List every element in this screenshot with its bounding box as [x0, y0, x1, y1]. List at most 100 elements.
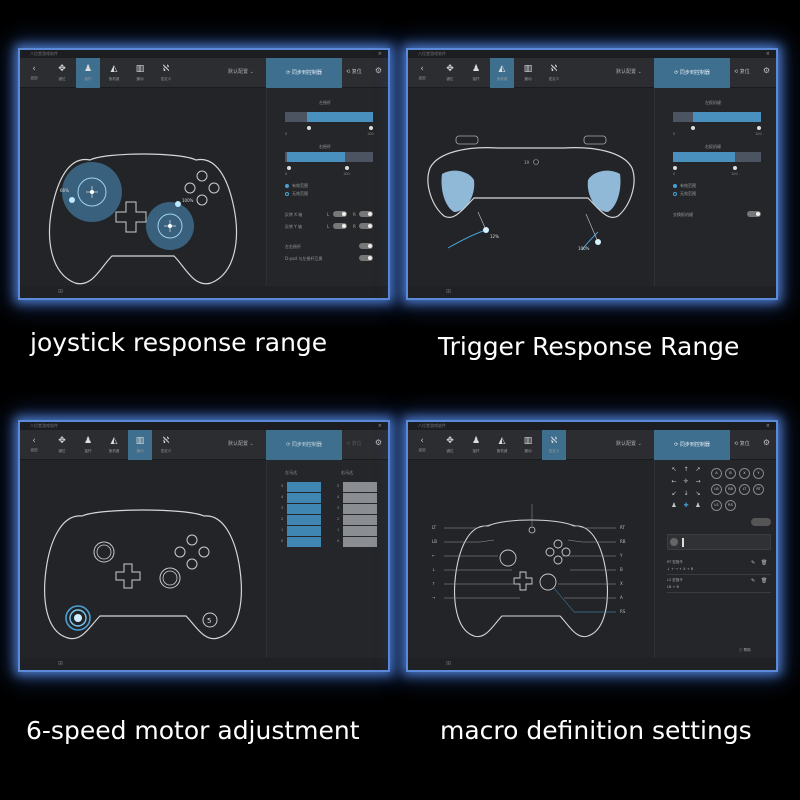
reset-button[interactable]: ⟲ 复位	[346, 441, 362, 447]
invert-x-left-toggle[interactable]	[333, 211, 347, 217]
macro-button-lb[interactable]: LB	[711, 484, 722, 495]
macro-record-pill[interactable]	[751, 518, 771, 526]
tab-joystick[interactable]: ♟摇杆	[76, 58, 100, 88]
tab-button-mapping[interactable]: ✥键位	[438, 58, 462, 88]
right-motor-level-4[interactable]: 4	[337, 493, 377, 503]
right-motor-level-0[interactable]: 0	[337, 537, 377, 547]
tab-trigger[interactable]: ◭扳机键	[102, 58, 126, 88]
invalid-range-radio[interactable]	[673, 192, 677, 196]
close-icon[interactable]: ×	[377, 423, 382, 429]
delete-icon[interactable]: 🗑	[761, 560, 768, 566]
edit-icon[interactable]: ✎	[751, 560, 756, 566]
gear-icon[interactable]: ⚙	[374, 66, 382, 75]
arrow-right-icon[interactable]: →	[695, 478, 701, 485]
back-button[interactable]: ‹ 返回	[26, 64, 42, 81]
arrow-down-left-icon[interactable]: ↙	[671, 490, 677, 497]
dpad-swap-toggle[interactable]	[359, 255, 373, 261]
arrow-down-right-icon[interactable]: ↘	[695, 490, 701, 497]
reset-button[interactable]: ⟲ 复位	[734, 441, 750, 447]
left-motor-level-2[interactable]: 2	[281, 515, 321, 525]
windows-icon[interactable]: ⊞	[446, 660, 452, 667]
macro-button-lt[interactable]: LT	[739, 484, 750, 495]
right-motor-level-5[interactable]: 5	[337, 482, 377, 492]
macro-button-y[interactable]: Y	[753, 468, 764, 479]
left-stick-min-handle[interactable]	[307, 126, 311, 130]
right-motor-level-3[interactable]: 3	[337, 504, 377, 514]
sync-to-controller-button[interactable]: ⟳ 同步到控制器	[266, 430, 342, 460]
preset-dropdown[interactable]: 默认配置 ⌄	[228, 69, 254, 75]
tab-button-mapping[interactable]: ✥键位	[50, 58, 74, 88]
close-icon[interactable]: ×	[765, 423, 770, 429]
tab-vibration[interactable]: ▥震动	[516, 430, 540, 460]
tab-trigger[interactable]: ◭扳机键	[490, 430, 514, 460]
invert-y-right-toggle[interactable]	[359, 223, 373, 229]
tab-trigger[interactable]: ◭扳机键	[102, 430, 126, 460]
sync-to-controller-button[interactable]: ⟳ 同步到控制器	[654, 58, 730, 88]
macro-button-rt[interactable]: RT	[753, 484, 764, 495]
right-stick-min-handle[interactable]	[287, 166, 291, 170]
sync-to-controller-button[interactable]: ⟳ 同步到控制器	[654, 430, 730, 460]
left-motor-level-5[interactable]: 5	[281, 482, 321, 492]
reset-button[interactable]: ⟲ 复位	[734, 69, 750, 75]
tab-vibration[interactable]: ▥震动	[128, 430, 152, 460]
preset-dropdown[interactable]: 默认配置 ⌄	[228, 441, 254, 447]
arrow-up-icon[interactable]: ↑	[683, 466, 689, 473]
swap-sticks-toggle[interactable]	[359, 243, 373, 249]
dpad-icon[interactable]: ✚	[683, 502, 689, 509]
left-motor-level-3[interactable]: 3	[281, 504, 321, 514]
gear-icon[interactable]: ⚙	[762, 438, 770, 447]
macro-input-field[interactable]	[667, 534, 771, 550]
right-motor-level-1[interactable]: 1	[337, 526, 377, 536]
right-stick-icon[interactable]: ♟	[695, 502, 701, 509]
macro-button-a[interactable]: A	[711, 468, 722, 479]
close-icon[interactable]: ×	[765, 51, 770, 57]
arrow-up-left-icon[interactable]: ↖	[671, 466, 677, 473]
left-stick-max-handle[interactable]	[369, 126, 373, 130]
right-trigger-min-handle[interactable]	[673, 166, 677, 170]
left-motor-level-0[interactable]: 0	[281, 537, 321, 547]
tab-joystick[interactable]: ♟摇杆	[464, 58, 488, 88]
left-trigger-min-handle[interactable]	[691, 126, 695, 130]
swap-triggers-toggle[interactable]	[747, 211, 761, 217]
macro-button-rb[interactable]: RB	[725, 484, 736, 495]
tab-joystick[interactable]: ♟摇杆	[76, 430, 100, 460]
arrow-up-right-icon[interactable]: ↗	[695, 466, 701, 473]
back-button[interactable]: ‹ 返回	[414, 436, 430, 453]
invert-y-left-toggle[interactable]	[333, 223, 347, 229]
invalid-range-radio[interactable]	[285, 192, 289, 196]
tab-button-mapping[interactable]: ✥键位	[438, 430, 462, 460]
left-motor-level-4[interactable]: 4	[281, 493, 321, 503]
invert-x-right-toggle[interactable]	[359, 211, 373, 217]
preset-dropdown[interactable]: 默认配置 ⌄	[616, 69, 642, 75]
left-stick-icon[interactable]: ♟	[671, 502, 677, 509]
macro-button-ls[interactable]: LS	[711, 500, 722, 511]
back-button[interactable]: ‹ 返回	[26, 436, 42, 453]
tab-vibration[interactable]: ▥震动	[516, 58, 540, 88]
left-motor-level-1[interactable]: 1	[281, 526, 321, 536]
tab-trigger[interactable]: ◭扳机键	[490, 58, 514, 88]
tab-vibration[interactable]: ▥震动	[128, 58, 152, 88]
windows-icon[interactable]: ⊞	[446, 288, 452, 295]
delete-icon[interactable]: 🗑	[761, 578, 768, 584]
gear-icon[interactable]: ⚙	[374, 438, 382, 447]
valid-range-radio[interactable]	[285, 184, 289, 188]
sync-to-controller-button[interactable]: ⟳ 同步到控制器	[266, 58, 342, 88]
right-motor-level-2[interactable]: 2	[337, 515, 377, 525]
preset-dropdown[interactable]: 默认配置 ⌄	[616, 441, 642, 447]
macro-record-icon[interactable]	[670, 538, 678, 546]
windows-icon[interactable]: ⊞	[58, 660, 64, 667]
gear-icon[interactable]: ⚙	[762, 66, 770, 75]
close-icon[interactable]: ×	[377, 51, 382, 57]
back-button[interactable]: ‹ 返回	[414, 64, 430, 81]
help-link[interactable]: ⓘ 帮助	[739, 648, 751, 652]
valid-range-radio[interactable]	[673, 184, 677, 188]
macro-button-b[interactable]: B	[725, 468, 736, 479]
arrow-left-icon[interactable]: ←	[671, 478, 677, 485]
windows-icon[interactable]: ⊞	[58, 288, 64, 295]
macro-button-x[interactable]: X	[739, 468, 750, 479]
right-stick-max-handle[interactable]	[345, 166, 349, 170]
reset-button[interactable]: ⟲ 复位	[346, 69, 362, 75]
